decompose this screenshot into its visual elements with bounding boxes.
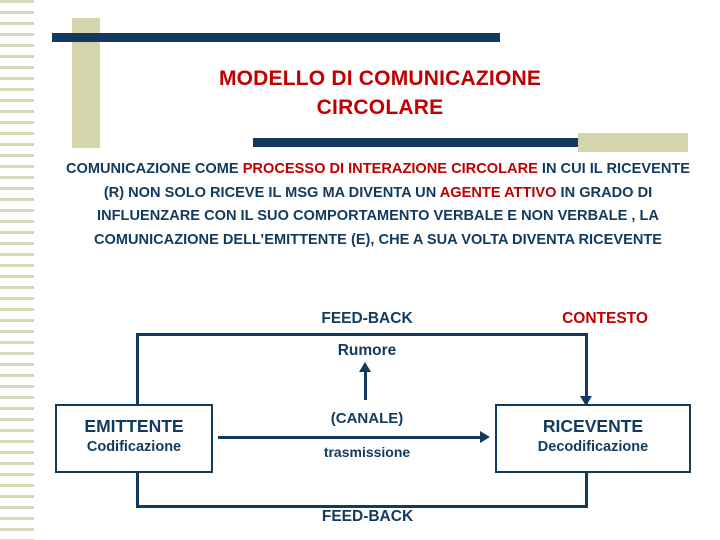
rumore-arrow-up [359, 362, 371, 372]
page-title-line1: MODELLO DI COMUNICAZIONE [218, 67, 542, 90]
body-segment-3: IN GRADO DI INFLUENZARE CON IL SUO COMPO… [93, 184, 663, 248]
feedback-bottom-label: FEED-BACK [321, 508, 414, 525]
feedback-bottom-horizontal-line [136, 505, 588, 508]
ricevente-subtitle: Decodificazione [537, 439, 649, 455]
canale-horizontal-line [218, 436, 480, 439]
emittente-subtitle: Codificazione [86, 439, 182, 455]
page-title: MODELLO DI COMUNICAZIONE CIRCOLARE [100, 64, 660, 122]
feedback-arrow-down-right [580, 396, 592, 406]
mid-navy-rule [253, 138, 578, 147]
contesto-label: CONTESTO [562, 310, 648, 327]
emittente-title: EMITTENTE [84, 416, 184, 436]
rumore-connector-line [364, 368, 367, 400]
feedback-top-label: FEED-BACK [321, 310, 413, 327]
feedback-right-vertical-line [585, 333, 588, 405]
body-segment-1: COMUNICAZIONE COME [65, 161, 243, 177]
emittente-box: EMITTENTE Codificazione [55, 404, 213, 473]
feedback-top-horizontal-line [136, 333, 588, 336]
khaki-right-block [578, 133, 688, 152]
top-navy-rule [52, 33, 500, 42]
body-highlight-2: AGENTE ATTIVO [439, 184, 557, 201]
trasmissione-label: trasmissione [323, 444, 411, 460]
left-stripe-mask [34, 0, 58, 540]
body-segment-2: IN CUI IL RICEVENTE (R) NON SOLO RICEVE … [103, 161, 691, 201]
rumore-label: Rumore [337, 342, 397, 359]
body-paragraph: COMUNICAZIONE COME PROCESSO DI INTERAZIO… [58, 158, 698, 252]
ricevente-box: RICEVENTE Decodificazione [495, 404, 691, 473]
canale-label: (CANALE) [330, 410, 404, 427]
canale-arrow-right [480, 431, 490, 443]
page-title-line2: CIRCOLARE [316, 96, 444, 119]
feedback-bottom-right-vertical-line [585, 470, 588, 508]
body-highlight-1: PROCESSO DI INTERAZIONE CIRCOLARE [242, 161, 538, 177]
ricevente-title: RICEVENTE [542, 416, 644, 436]
